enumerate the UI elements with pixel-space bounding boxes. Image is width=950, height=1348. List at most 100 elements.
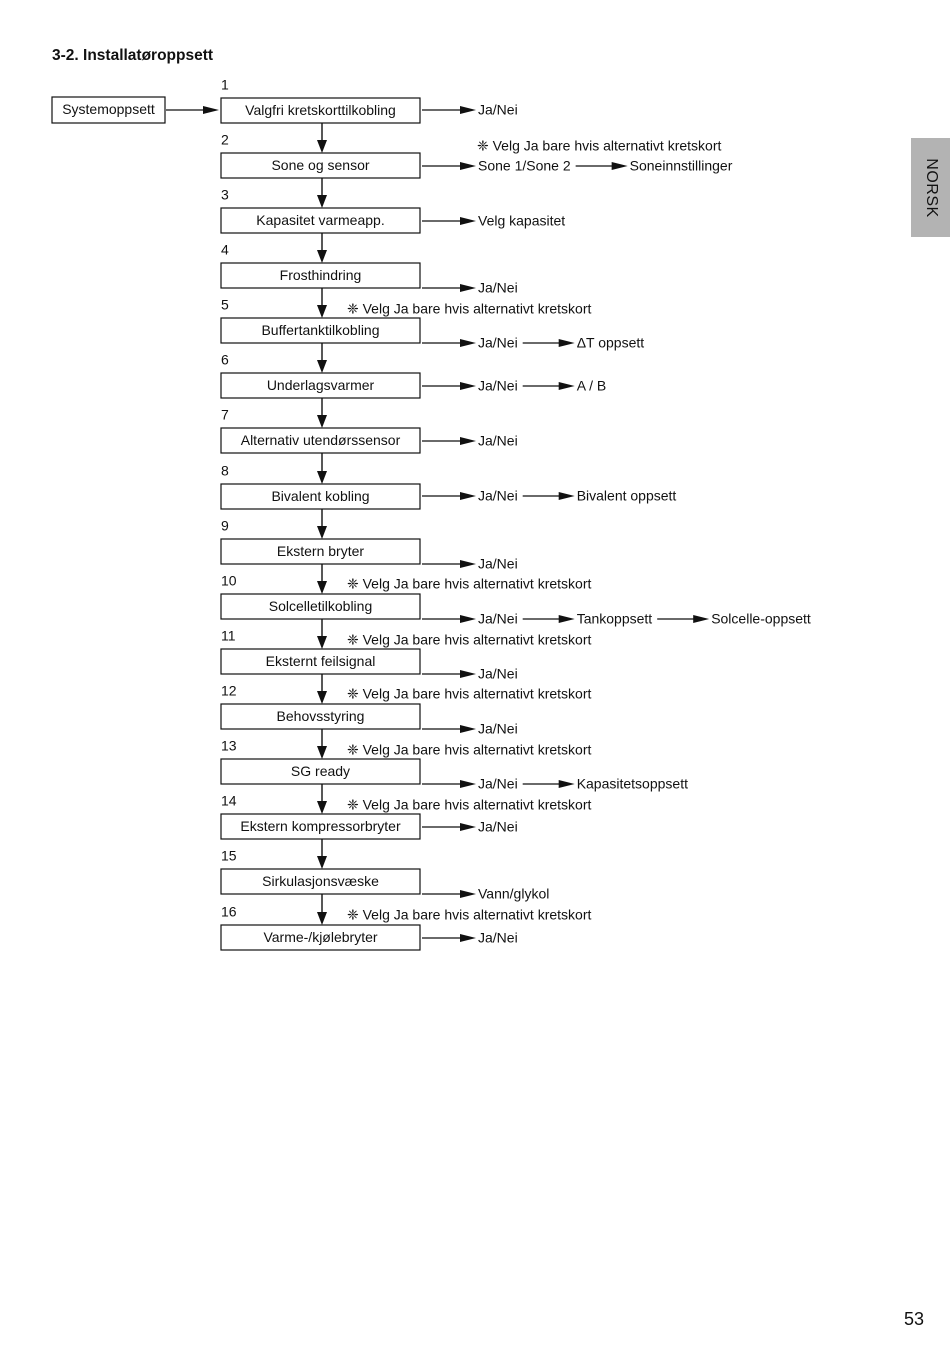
step-box — [220, 262, 421, 289]
step-note: ❈ Velg Ja bare hvis alternativt kretskor… — [347, 907, 592, 923]
option-label: Kapasitetsoppsett — [577, 776, 688, 792]
option-label: Sone 1/Sone 2 — [478, 158, 571, 174]
option-label: Ja/Nei — [478, 433, 518, 449]
option-label: Ja/Nei — [478, 930, 518, 946]
flow-arrow-down-head — [317, 526, 327, 539]
flow-arrow-down-head — [317, 305, 327, 318]
step-number: 11 — [221, 628, 236, 644]
flow-arrow-down-head — [317, 912, 327, 925]
option-arrow-head — [460, 217, 476, 225]
flow-arrow-down-head — [317, 746, 327, 759]
start-arrow-head — [203, 106, 219, 114]
step-label: Solcelletilkobling — [269, 598, 373, 614]
step-number: 1 — [221, 77, 229, 93]
step-number: 3 — [221, 187, 229, 203]
step-label: Valgfri kretskorttilkobling — [245, 102, 396, 118]
step-number: 8 — [221, 463, 229, 479]
step-number: 2 — [221, 132, 229, 148]
step-box — [220, 97, 421, 124]
step-number: 6 — [221, 352, 229, 368]
option-label: Ja/Nei — [478, 335, 518, 351]
section-title: 3-2. Installatøroppsett — [52, 47, 214, 64]
flow-arrow-down-head — [317, 581, 327, 594]
option-arrow-head — [460, 560, 476, 568]
option-label: Ja/Nei — [478, 819, 518, 835]
step-label: Eksternt feilsignal — [266, 653, 376, 669]
option-label: Ja/Nei — [478, 556, 518, 572]
flow-arrow-down-head — [317, 801, 327, 814]
flow-arrow-down-head — [317, 360, 327, 373]
option-label: Ja/Nei — [478, 776, 518, 792]
start-box — [51, 96, 166, 124]
step-label: Bivalent kobling — [271, 488, 369, 504]
option-label: Ja/Nei — [478, 102, 518, 118]
option-arrow-head — [460, 106, 476, 114]
step-note: ❈ Velg Ja bare hvis alternativt kretskor… — [347, 632, 592, 648]
option-label: Tankoppsett — [577, 611, 653, 627]
step-number: 9 — [221, 518, 229, 534]
flow-arrow-down-head — [317, 691, 327, 704]
option-label: Velg kapasitet — [478, 213, 565, 229]
step-label: Ekstern bryter — [277, 543, 364, 559]
step-label: Underlagsvarmer — [267, 377, 375, 393]
step-box — [220, 207, 421, 234]
flow-arrow-down-head — [317, 856, 327, 869]
step-label: Buffertanktilkobling — [261, 322, 379, 338]
option-arrow-head — [460, 382, 476, 390]
step-number: 14 — [221, 793, 237, 809]
step-label: Kapasitet varmeapp. — [256, 212, 384, 228]
option-arrow-head — [460, 437, 476, 445]
step-note: ❈ Velg Ja bare hvis alternativt kretskor… — [477, 138, 722, 154]
step-number: 5 — [221, 297, 229, 313]
option-arrow-head — [460, 934, 476, 942]
step-label: SG ready — [291, 763, 350, 779]
step-label: Behovsstyring — [277, 708, 365, 724]
option-label: Ja/Nei — [478, 611, 518, 627]
option-label: Bivalent oppsett — [577, 488, 677, 504]
option-arrow-head — [460, 615, 476, 623]
step-label: Varme-/kjølebryter — [263, 929, 377, 945]
step-box — [220, 317, 421, 344]
option-label: A / B — [577, 378, 607, 394]
step-note: ❈ Velg Ja bare hvis alternativt kretskor… — [347, 742, 592, 758]
step-number: 10 — [221, 573, 237, 589]
option-arrow-head — [611, 162, 628, 170]
option-arrow-head — [558, 382, 575, 390]
step-box — [220, 924, 421, 951]
option-arrow-head — [460, 339, 476, 347]
step-number: 7 — [221, 407, 229, 423]
step-number: 15 — [221, 848, 237, 864]
flow-arrow-down-head — [317, 471, 327, 484]
option-arrow-head — [460, 780, 476, 788]
step-box — [220, 538, 421, 565]
step-label: Alternativ utendørssensor — [241, 432, 401, 448]
option-arrow-head — [460, 284, 476, 292]
flow-arrow-down-head — [317, 195, 327, 208]
step-box — [220, 648, 421, 675]
flow-arrow-down-head — [317, 250, 327, 263]
option-label: Ja/Nei — [478, 666, 518, 682]
page-number: 53 — [903, 1309, 924, 1329]
step-label: Sirkulasjonsvæske — [262, 873, 379, 889]
option-arrow-head — [460, 492, 476, 500]
language-side-tab: NORSK — [911, 138, 950, 237]
step-box — [220, 427, 421, 454]
option-arrow-head — [558, 615, 575, 623]
step-box — [220, 152, 421, 179]
option-arrow-head — [558, 339, 575, 347]
step-label: Frosthindring — [280, 267, 362, 283]
flow-arrow-down-head — [317, 140, 327, 153]
step-note: ❈ Velg Ja bare hvis alternativt kretskor… — [347, 301, 592, 317]
option-label: Solcelle-oppsett — [711, 611, 811, 627]
step-note: ❈ Velg Ja bare hvis alternativt kretskor… — [347, 686, 592, 702]
flow-arrow-down-head — [317, 415, 327, 428]
step-box — [220, 593, 421, 620]
option-arrow-head — [460, 890, 476, 898]
option-label: Ja/Nei — [478, 378, 518, 394]
step-number: 13 — [221, 738, 237, 754]
step-box — [220, 483, 421, 510]
option-arrow-head — [460, 162, 476, 170]
step-box — [220, 372, 421, 399]
option-label: Soneinnstillinger — [630, 158, 733, 174]
